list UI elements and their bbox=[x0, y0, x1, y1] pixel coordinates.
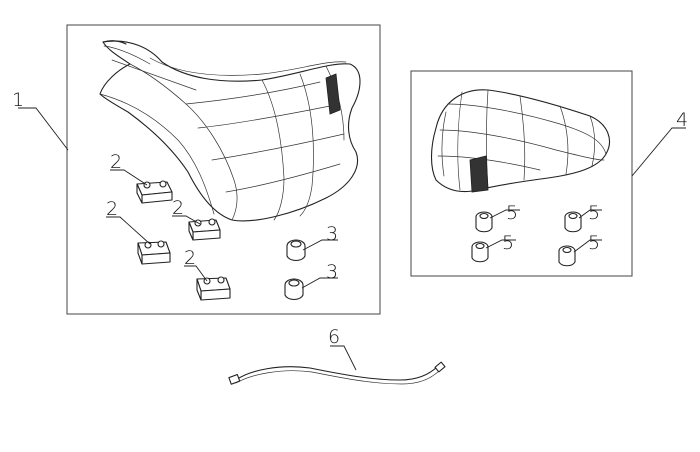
rider-seat-group bbox=[18, 24, 381, 315]
callout-labels: 1 2 2 2 2 3 3 4 5 5 5 5 6 bbox=[12, 89, 688, 348]
leader-1 bbox=[18, 107, 69, 151]
damper-5d bbox=[558, 245, 576, 267]
clip-2d bbox=[196, 276, 231, 301]
seat-release-cable bbox=[228, 345, 446, 385]
damper-5b bbox=[564, 211, 582, 233]
leader-3b bbox=[301, 277, 338, 289]
callout-4: 4 bbox=[676, 109, 688, 131]
clip-2c bbox=[137, 240, 171, 265]
damper-5a bbox=[475, 211, 493, 233]
leader-3a bbox=[302, 239, 338, 251]
passenger-seat bbox=[430, 89, 610, 193]
leader-5d bbox=[573, 239, 602, 253]
callout-5a: 5 bbox=[506, 202, 518, 224]
callout-5c: 5 bbox=[502, 232, 514, 254]
callout-6: 6 bbox=[328, 326, 340, 348]
grommet-3a bbox=[286, 239, 306, 262]
callout-1: 1 bbox=[12, 89, 24, 111]
grommet-3b bbox=[284, 278, 304, 301]
passenger-seat-frame bbox=[410, 70, 633, 277]
damper-5c bbox=[471, 241, 489, 263]
callout-2b: 2 bbox=[172, 197, 184, 219]
rider-seat bbox=[99, 40, 361, 222]
leader-4 bbox=[631, 127, 686, 177]
leader-5b bbox=[578, 209, 602, 219]
leader-5a bbox=[489, 209, 520, 219]
leader-2d bbox=[184, 265, 208, 282]
rider-seat-frame bbox=[66, 24, 381, 315]
callout-2d: 2 bbox=[184, 247, 196, 269]
callout-2c: 2 bbox=[106, 198, 118, 220]
leader-2a bbox=[110, 169, 148, 186]
leader-2b bbox=[172, 215, 201, 225]
clip-2a bbox=[136, 180, 173, 204]
leader-2c bbox=[106, 216, 151, 245]
callout-5d: 5 bbox=[588, 232, 600, 254]
callout-5b: 5 bbox=[588, 202, 600, 224]
clip-2b bbox=[188, 218, 221, 241]
passenger-seat-group bbox=[410, 70, 686, 277]
leader-6 bbox=[330, 345, 357, 371]
callout-3b: 3 bbox=[326, 261, 338, 283]
callout-2a: 2 bbox=[110, 151, 122, 173]
callout-3a: 3 bbox=[326, 223, 338, 245]
leader-5c bbox=[485, 239, 516, 249]
